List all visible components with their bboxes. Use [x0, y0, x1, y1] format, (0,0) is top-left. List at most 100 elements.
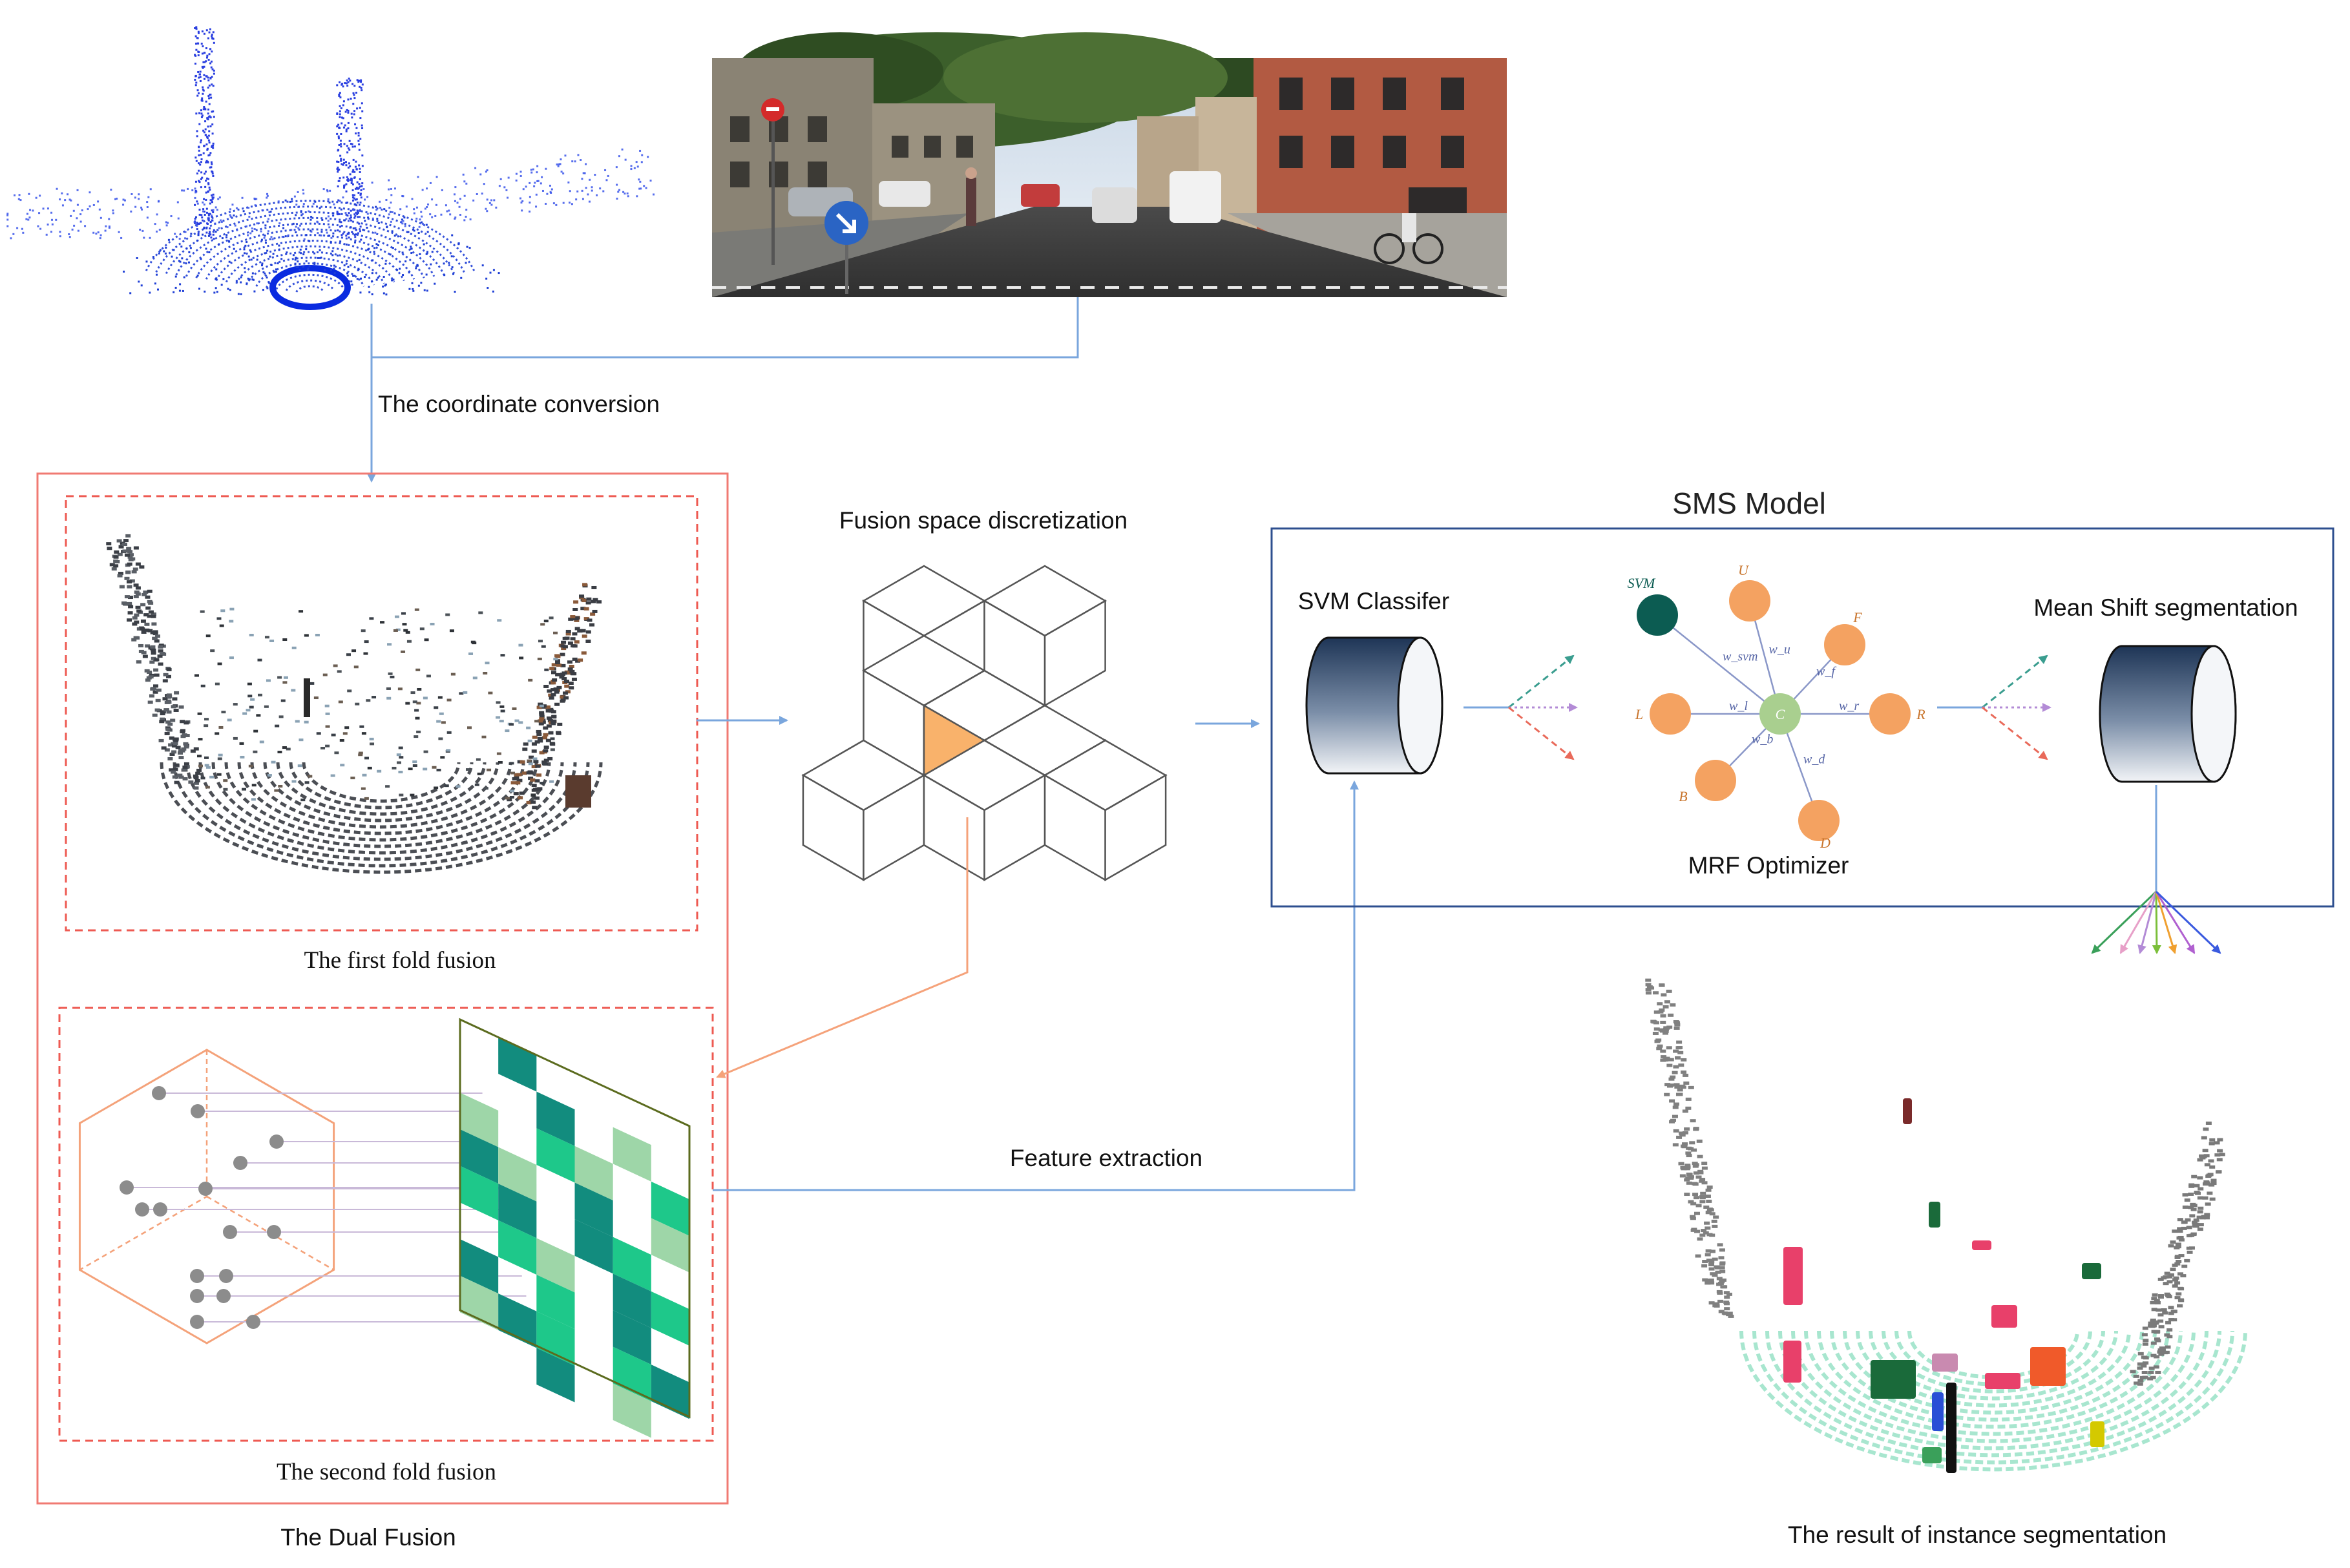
scan-point [441, 189, 443, 191]
scan-point [72, 209, 75, 212]
wall-point [2174, 1246, 2180, 1249]
wall-point [2130, 1370, 2136, 1374]
scan-point [343, 184, 346, 187]
scan-point [188, 251, 191, 253]
scan-point [201, 30, 204, 33]
wall-point [178, 748, 184, 752]
object-point [229, 620, 234, 623]
ground-ring [1739, 1330, 2247, 1472]
wall-point [158, 645, 163, 649]
scan-point [212, 110, 215, 112]
wall-point [124, 553, 130, 557]
scan-point [208, 103, 211, 105]
wall-point [2162, 1351, 2168, 1355]
wall-point [534, 740, 540, 744]
scan-point [205, 211, 208, 214]
wall-point [127, 618, 132, 622]
object-point [405, 631, 410, 634]
scan-point [130, 210, 132, 213]
scan-point [540, 182, 542, 185]
scan-point [454, 216, 457, 219]
wall-point [173, 742, 178, 746]
scan-point [248, 278, 251, 280]
scan-point [235, 207, 238, 209]
scan-point [200, 139, 202, 141]
object-point [426, 674, 431, 678]
wall-point [1714, 1304, 1720, 1308]
scan-point [55, 218, 58, 221]
mrf-node-svm [1637, 594, 1678, 636]
scan-point [299, 248, 302, 251]
scan-point [379, 200, 381, 203]
scan-point [638, 178, 640, 181]
wall-point [518, 796, 523, 800]
scan-point [213, 72, 215, 75]
wall-point [129, 579, 135, 583]
scan-point [266, 193, 269, 195]
wall-point [155, 634, 161, 638]
scan-point [205, 247, 207, 250]
scan-point [207, 190, 210, 193]
wall-point [1719, 1270, 1726, 1273]
wall-point [134, 636, 140, 640]
wall-point [2181, 1264, 2188, 1268]
scan-ring [155, 205, 465, 273]
scan-point [450, 255, 453, 258]
scan-point [421, 222, 424, 225]
scan-point [307, 267, 309, 270]
wall-point [2217, 1138, 2223, 1142]
object-point [204, 764, 209, 767]
scan-point [331, 254, 334, 256]
wall-point [1690, 1217, 1696, 1220]
object-point [251, 784, 257, 787]
wall-point [2178, 1254, 2185, 1258]
scan-point [640, 161, 643, 163]
wall-point [152, 630, 158, 634]
scan-point [340, 107, 342, 110]
ground-ring [1791, 1330, 2196, 1443]
wall-point [2177, 1304, 2183, 1308]
wall-point [1699, 1178, 1706, 1182]
scan-point [499, 178, 502, 180]
fork-up [1982, 654, 2048, 709]
wall-point [1661, 993, 1667, 997]
wall-point [193, 781, 199, 785]
scan-point [618, 155, 620, 158]
scan-point [530, 171, 533, 174]
scan-point [557, 165, 560, 167]
scan-point [194, 196, 196, 199]
scan-point [281, 235, 284, 238]
wall-point [1708, 1262, 1715, 1266]
object-point [198, 764, 204, 768]
wall-point [1697, 1171, 1704, 1175]
scan-point [607, 174, 609, 177]
wall-point [131, 570, 137, 574]
scan-point [59, 235, 61, 238]
scan-point [429, 213, 432, 216]
scan-point [336, 125, 339, 128]
scan-point [337, 212, 339, 214]
scan-point [375, 243, 378, 246]
scan-point [105, 225, 107, 227]
wall-point [1676, 1135, 1683, 1139]
wall-point [555, 659, 561, 663]
scan-ring [205, 234, 415, 280]
scan-point [198, 73, 201, 76]
scan-point [211, 145, 213, 147]
hexagon-inner-edge [79, 1050, 208, 1271]
wall-point [1645, 991, 1652, 995]
wall-point [2198, 1223, 2204, 1227]
wall-point [1668, 1077, 1675, 1081]
wall-point [168, 743, 174, 747]
scan-point [360, 87, 362, 89]
scan-point [624, 158, 627, 161]
scan-point [326, 231, 328, 234]
feature-point [190, 1269, 204, 1283]
wall-point [2203, 1180, 2210, 1184]
wall-point [158, 649, 163, 653]
wall-point [1690, 1202, 1697, 1206]
scan-point [336, 211, 339, 213]
scan-point [427, 203, 430, 205]
grid-cell [651, 1291, 689, 1346]
